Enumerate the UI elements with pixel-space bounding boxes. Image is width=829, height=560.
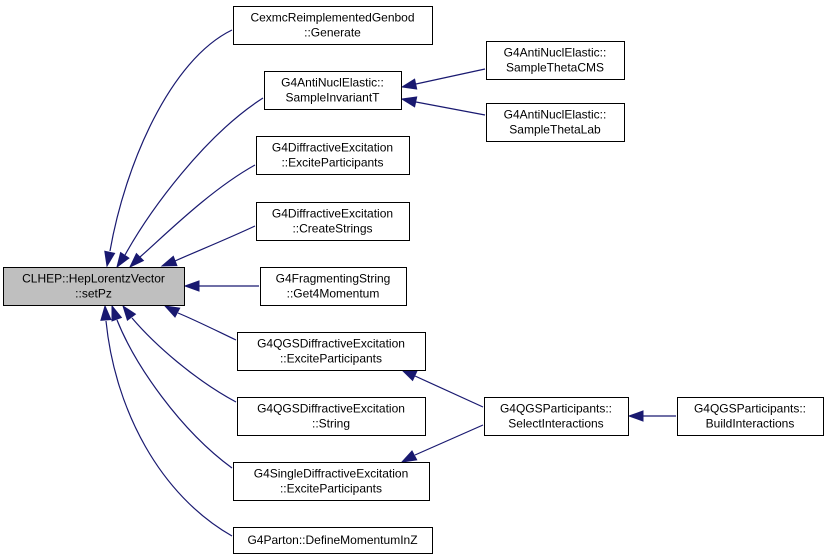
node-label: G4DiffractiveExcitation <box>272 141 393 155</box>
edge-line <box>415 68 486 85</box>
arrowhead-icon <box>400 78 418 90</box>
node-label: G4QGSDiffractiveExcitation <box>257 402 405 416</box>
arrowhead-icon <box>627 410 644 422</box>
node-parton[interactable]: G4Parton::DefineMomentumInZ <box>233 527 433 554</box>
node-box <box>486 103 625 142</box>
edge-frag-to-root <box>183 280 259 292</box>
arrowhead-icon <box>400 369 418 382</box>
edge-line <box>109 29 233 252</box>
node-diff-ex[interactable]: G4DiffractiveExcitation::ExciteParticipa… <box>256 136 410 175</box>
node-box <box>233 462 430 501</box>
edge-line <box>116 319 233 469</box>
edge-line <box>139 164 256 258</box>
node-label: G4FragmentingString <box>276 272 391 286</box>
node-label: ::setPz <box>75 287 112 301</box>
node-label: G4Parton::DefineMomentumInZ <box>247 533 417 547</box>
arrowhead-icon <box>400 450 418 463</box>
arrowhead-icon <box>128 252 145 269</box>
node-label: G4QGSParticipants:: <box>500 402 612 416</box>
node-qgs-str[interactable]: G4QGSDiffractiveExcitation::String <box>237 397 426 436</box>
edge-line <box>415 101 486 116</box>
node-label: G4DiffractiveExcitation <box>272 207 393 221</box>
arrowhead-icon <box>160 255 178 267</box>
node-qgs-ex[interactable]: G4QGSDiffractiveExcitation::ExcitePartic… <box>237 332 426 371</box>
node-label: ::ExciteParticipants <box>281 156 383 170</box>
node-box <box>486 41 625 80</box>
arrowhead-icon <box>183 280 200 292</box>
node-label: CexmcReimplementedGenbod <box>250 11 414 25</box>
edge-anti_lab-to-anti_t <box>400 96 486 116</box>
node-box <box>677 397 824 436</box>
node-label: ::CreateStrings <box>292 222 372 236</box>
node-root[interactable]: CLHEP::HepLorentzVector::setPz <box>3 267 185 306</box>
node-label: ::ExciteParticipants <box>280 352 382 366</box>
node-label: SampleThetaCMS <box>506 61 604 75</box>
node-label: SampleInvariantT <box>285 91 380 105</box>
edge-single-to-root <box>111 304 233 469</box>
node-label: BuildInteractions <box>706 417 795 431</box>
arrowhead-icon <box>163 305 181 318</box>
node-box <box>233 527 433 554</box>
node-anti-lab[interactable]: G4AntiNuclElastic::SampleThetaLab <box>486 103 625 142</box>
node-box <box>260 267 407 306</box>
edge-line <box>131 317 237 403</box>
edge-qgs_str-to-root <box>122 304 237 403</box>
node-label: G4AntiNuclElastic:: <box>504 46 607 60</box>
node-cexmc[interactable]: CexmcReimplementedGenbod::Generate <box>233 6 433 45</box>
node-label: G4QGSParticipants:: <box>694 402 806 416</box>
node-label: ::Generate <box>304 26 361 40</box>
edge-line <box>414 424 484 456</box>
arrowhead-icon <box>100 304 112 321</box>
arrowhead-icon <box>122 304 137 322</box>
edge-anti_cms-to-anti_t <box>400 68 486 90</box>
edge-anti_t-to-root <box>116 97 264 269</box>
node-label: SelectInteractions <box>508 417 603 431</box>
edges-layer <box>100 29 676 537</box>
arrowhead-icon <box>104 250 116 268</box>
edge-qgsp_sel-to-single <box>400 424 484 463</box>
edge-parton-to-root <box>100 304 233 537</box>
node-label: ::ExciteParticipants <box>280 482 382 496</box>
node-diff-cs[interactable]: G4DiffractiveExcitation::CreateStrings <box>256 202 410 241</box>
arrowhead-icon <box>111 304 123 322</box>
node-single[interactable]: G4SingleDiffractiveExcitation::ExcitePar… <box>233 462 430 501</box>
arrowhead-icon <box>116 251 130 269</box>
edge-line <box>414 375 484 408</box>
edge-diff_cs-to-root <box>160 225 256 267</box>
node-box <box>233 6 433 45</box>
node-qgsp-build[interactable]: G4QGSParticipants::BuildInteractions <box>677 397 824 436</box>
edge-cexmc-to-root <box>104 29 233 268</box>
nodes-layer: CLHEP::HepLorentzVector::setPz CexmcReimp… <box>3 6 824 554</box>
node-box <box>237 332 426 371</box>
node-box <box>484 397 629 436</box>
node-box <box>256 136 410 175</box>
node-frag[interactable]: G4FragmentingString::Get4Momentum <box>260 267 407 306</box>
node-box <box>237 397 426 436</box>
node-box <box>3 267 185 306</box>
arrowhead-icon <box>400 96 418 108</box>
node-label: ::String <box>312 417 350 431</box>
node-label: ::Get4Momentum <box>287 287 380 301</box>
edge-line <box>174 225 256 262</box>
node-label: G4SingleDiffractiveExcitation <box>254 467 409 481</box>
edge-line <box>177 312 237 341</box>
edge-line <box>124 97 264 256</box>
node-label: G4QGSDiffractiveExcitation <box>257 337 405 351</box>
edge-qgs_ex-to-root <box>163 305 237 341</box>
edge-line <box>105 320 233 537</box>
node-label: G4AntiNuclElastic:: <box>504 108 607 122</box>
node-label: SampleThetaLab <box>509 123 601 137</box>
node-anti-cms[interactable]: G4AntiNuclElastic::SampleThetaCMS <box>486 41 625 80</box>
node-box <box>264 71 402 110</box>
node-box <box>256 202 410 241</box>
node-qgsp-sel[interactable]: G4QGSParticipants::SelectInteractions <box>484 397 629 436</box>
node-label: CLHEP::HepLorentzVector <box>22 272 165 286</box>
edge-diff_ex-to-root <box>128 164 256 269</box>
node-anti-t[interactable]: G4AntiNuclElastic::SampleInvariantT <box>264 71 402 110</box>
node-label: G4AntiNuclElastic:: <box>281 76 384 90</box>
edge-qgsp_build-to-qgsp_sel <box>627 410 676 422</box>
